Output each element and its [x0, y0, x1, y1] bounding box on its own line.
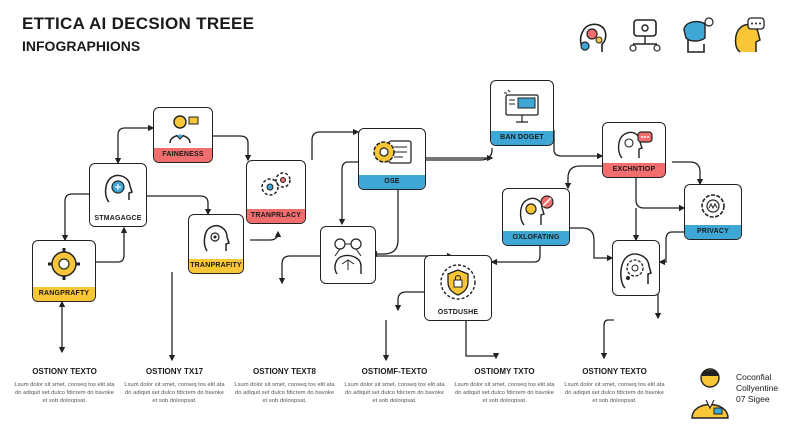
column-body: Lsum dolor sit smet, conseq tos elit ata…	[14, 382, 115, 404]
column-body: Lsum dolor sit smet, conseq tos elit ata…	[234, 382, 335, 404]
info-column: OSTIONY TX17 Lsum dolor sit smet, conseq…	[122, 367, 227, 405]
connector	[635, 178, 686, 212]
connector	[213, 135, 252, 162]
head-block-icon	[519, 195, 554, 226]
connector	[658, 231, 684, 266]
person-avatar-icon	[691, 368, 729, 419]
node-ostdushe[interactable]: OSTDUSHE	[424, 255, 492, 321]
node-ose[interactable]: OSE	[358, 128, 426, 190]
connector	[311, 128, 360, 160]
connector	[250, 230, 282, 241]
connector	[570, 227, 614, 262]
diagram-subtitle: INFOGRAPHIONS	[22, 38, 141, 54]
column-body: Lsum dolor sit smet, conseq tos elit ata…	[454, 382, 555, 404]
column-body: Lsum dolor sit smet, conseq tos elit ata…	[124, 382, 225, 404]
person-presenting-icon	[169, 115, 199, 144]
column-heading: OSTIONY TX17	[145, 367, 204, 376]
head-gears-icon	[574, 14, 612, 58]
info-column: OSTIONY TEXTO Lsum dolor sit smet, conse…	[562, 367, 667, 405]
node-privacy[interactable]: PRIVACY	[684, 184, 742, 240]
info-column: OSTIONY TEXTO Lsum dolor sit smet, conse…	[12, 367, 117, 405]
connector	[490, 246, 541, 266]
connector	[95, 226, 128, 263]
column-body: Lsum dolor sit smet, conseq tos elit ata…	[564, 382, 665, 404]
node-oxlofating[interactable]: OXLOFATING	[502, 188, 570, 246]
info-column: OSTIONY TEXT8 Lsum dolor sit smet, conse…	[232, 367, 337, 405]
head-chat-icon	[678, 14, 716, 58]
node-tranprafity[interactable]: TRANPRAFITY	[188, 214, 244, 274]
connector	[564, 165, 602, 190]
connector	[147, 195, 212, 216]
head-profile-icon	[104, 174, 133, 203]
connector	[394, 291, 424, 312]
column-body: Lsum dolor sit smet, conseq tos elit ata…	[344, 382, 445, 404]
presentation-board-icon	[504, 89, 539, 123]
node-label: BAN DOGET	[491, 131, 553, 145]
info-column: OSTIOMF-TEXTO Lsum dolor sit smet, conse…	[342, 367, 447, 405]
top-icon-row	[572, 14, 772, 58]
connector	[672, 161, 704, 186]
connector	[114, 124, 155, 165]
connector	[465, 320, 500, 360]
head-speech-icon	[730, 14, 768, 58]
node-tranprlacy[interactable]: TRANPRLACY	[246, 160, 306, 224]
node-label: RANGPRAFTY	[33, 287, 95, 301]
connector	[370, 190, 399, 258]
legend-line: Collyentine	[736, 383, 779, 393]
brain-gear-icon	[620, 253, 652, 289]
node-label: TRANPRLACY	[247, 209, 305, 223]
node-brain-gear[interactable]	[612, 240, 660, 296]
node-neural-hub[interactable]	[320, 226, 376, 284]
shield-lock-icon	[440, 264, 476, 300]
node-label: EXCHNTIOP	[603, 163, 665, 177]
gear-privacy-icon	[701, 194, 725, 218]
node-label: OXLOFATING	[503, 231, 569, 245]
column-heading: OSTIONY TEXTO	[582, 367, 647, 376]
column-heading: OSTIONY TEXT8	[253, 367, 316, 376]
diagram-title: ETTICA AI DECSION TREEE	[22, 14, 255, 33]
connector	[338, 161, 358, 226]
node-label: PRIVACY	[685, 225, 741, 239]
network-node-icon	[626, 14, 664, 58]
gears-icon	[261, 172, 291, 196]
legend-line: 07 Sigee	[736, 394, 770, 404]
node-faineness[interactable]: FAINENESS	[153, 107, 213, 163]
node-rangprafty[interactable]: RANGPRAFTY	[32, 240, 96, 302]
column-heading: OSTIONY TEXTO	[32, 367, 97, 376]
connector	[553, 130, 604, 160]
gear-document-icon	[373, 140, 412, 164]
connector	[61, 193, 89, 242]
column-heading: OSTIOMY TXTO	[474, 367, 535, 376]
column-heading: OSTIOMF-TEXTO	[361, 367, 428, 376]
head-chat-icon	[617, 131, 653, 159]
connector	[278, 255, 320, 285]
node-stmagagce[interactable]: STMAGAGCE	[89, 163, 147, 227]
legend: Coconfial Collyentine 07 Sigee	[688, 364, 788, 420]
node-label: FAINENESS	[154, 148, 212, 162]
connector	[600, 319, 614, 360]
node-label: TRANPRAFITY	[189, 259, 243, 273]
node-label: OSTDUSHE	[425, 306, 491, 320]
node-exchntiop[interactable]: EXCHNTIOP	[602, 122, 666, 178]
legend-line: Coconfial	[736, 372, 772, 382]
robot-head-icon	[203, 225, 230, 252]
node-label: OSE	[359, 175, 425, 189]
neural-brain-icon	[334, 238, 362, 275]
node-label: STMAGAGCE	[90, 212, 146, 226]
info-column: OSTIOMY TXTO Lsum dolor sit smet, conseq…	[452, 367, 557, 405]
gear-head-icon	[48, 248, 80, 280]
node-ban-doget[interactable]: BAN DOGET	[490, 80, 554, 146]
